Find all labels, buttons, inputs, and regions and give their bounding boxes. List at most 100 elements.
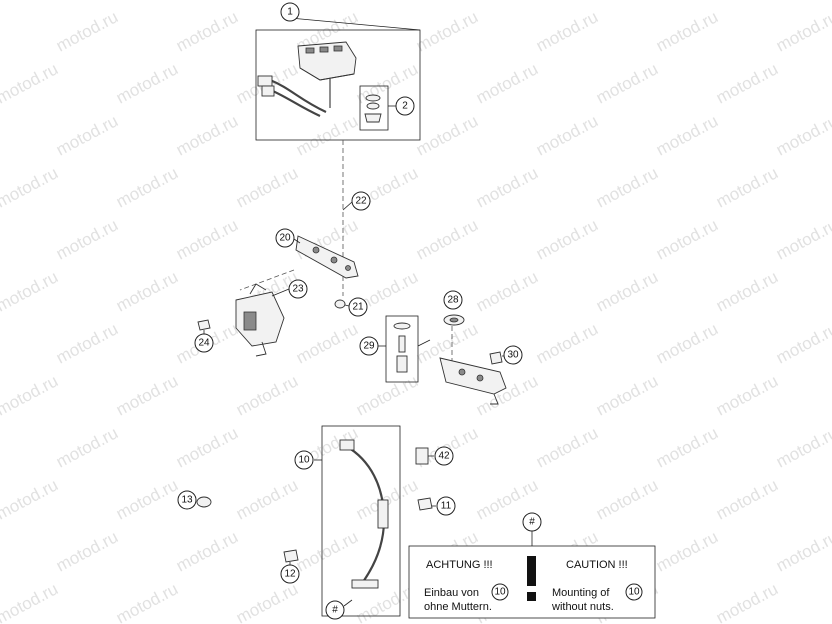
watermark-text: motod.ru — [713, 371, 781, 419]
screw-part-21[interactable] — [334, 299, 346, 309]
screw-part-24[interactable] — [197, 319, 211, 331]
watermark-text: motod.ru — [113, 163, 181, 211]
handlebar-switch[interactable] — [297, 41, 357, 81]
callout-1: 1 — [280, 2, 300, 22]
switch-bracket-right[interactable] — [439, 357, 507, 405]
svg-text:12: 12 — [284, 569, 296, 580]
watermark-text: motod.ru — [413, 215, 481, 263]
watermark-text: motod.ru — [0, 319, 1, 367]
callout-11: 11 — [436, 496, 456, 516]
svg-text:30: 30 — [507, 350, 519, 361]
bracket-part-20[interactable] — [295, 235, 359, 279]
watermark-text: motod.ru — [233, 163, 301, 211]
watermark-text: motod.ru — [713, 267, 781, 315]
clutch-lever-housing-23[interactable] — [235, 283, 285, 357]
watermark-text: motod.ru — [773, 319, 832, 367]
watermark-text: motod.ru — [773, 527, 832, 575]
watermark-text: motod.ru — [593, 475, 661, 523]
watermark-text: motod.ru — [593, 371, 661, 419]
clutch-cable-part-10[interactable] — [339, 439, 389, 589]
watermark-text: motod.ru — [233, 371, 301, 419]
svg-text:13: 13 — [181, 495, 193, 506]
watermark-text: motod.ru — [353, 371, 421, 419]
watermark-text: motod.ru — [0, 59, 61, 107]
callout-24: 24 — [194, 333, 214, 353]
watermark-text: motod.ru — [233, 579, 301, 624]
part-11[interactable] — [417, 497, 433, 511]
watermark-text: motod.ru — [0, 527, 1, 575]
watermark-text: motod.ru — [113, 475, 181, 523]
watermark-text: motod.ru — [0, 579, 61, 624]
watermark-text: motod.ru — [773, 111, 832, 159]
note-right-line1: Mounting of — [552, 587, 610, 599]
watermark-text: motod.ru — [473, 59, 541, 107]
watermark-text: motod.ru — [773, 423, 832, 471]
svg-text:2: 2 — [402, 101, 408, 112]
watermark-text: motod.ru — [773, 7, 832, 55]
screw-kit-part-2[interactable] — [359, 85, 389, 131]
watermark-text: motod.ru — [653, 319, 721, 367]
watermark-text: motod.ru — [113, 267, 181, 315]
watermark-text: motod.ru — [713, 163, 781, 211]
watermark-text: motod.ru — [53, 423, 121, 471]
callout-30: 30 — [503, 345, 523, 365]
rubber-ring-part-28[interactable] — [443, 314, 465, 326]
part-12[interactable] — [283, 549, 299, 563]
watermark-text: motod.ru — [533, 111, 601, 159]
watermark-text: motod.ru — [173, 215, 241, 263]
watermark-text: motod.ru — [593, 0, 661, 4]
watermark-text: motod.ru — [113, 371, 181, 419]
screw-kit-part-29[interactable] — [393, 322, 411, 373]
watermark-text: motod.ru — [653, 111, 721, 159]
watermark-text: motod.ru — [533, 215, 601, 263]
part-13[interactable] — [196, 496, 212, 508]
watermark-text: motod.ru — [113, 59, 181, 107]
screw-part-30[interactable] — [489, 351, 503, 365]
screw-kit-box-29 — [385, 315, 419, 383]
exclamation-icon — [527, 556, 536, 601]
watermark-text: motod.ru — [53, 111, 121, 159]
watermark-text: motod.ru — [173, 527, 241, 575]
watermark-text: motod.ru — [533, 423, 601, 471]
callout-23: 23 — [288, 279, 308, 299]
note-right-title: CAUTION !!! — [566, 559, 628, 571]
watermark-text: motod.ru — [233, 475, 301, 523]
watermark-text: motod.ru — [113, 0, 181, 4]
part-42[interactable] — [415, 447, 429, 465]
note-left-line1: Einbau von — [424, 587, 479, 599]
watermark-text: motod.ru — [713, 0, 781, 4]
watermark-text: motod.ru — [293, 527, 361, 575]
watermark-text: motod.ru — [0, 7, 1, 55]
cable-assembly-box — [321, 425, 401, 617]
watermark-text: motod.ru — [473, 267, 541, 315]
watermark-text: motod.ru — [0, 371, 61, 419]
watermark-text: motod.ru — [413, 111, 481, 159]
svg-text:21: 21 — [352, 302, 364, 313]
watermark-text: motod.ru — [0, 267, 61, 315]
callout-21: 21 — [348, 297, 368, 317]
watermark-text: motod.ru — [593, 267, 661, 315]
note-left-line2: ohne Muttern. — [424, 601, 492, 613]
svg-text:10: 10 — [628, 587, 640, 598]
watermark-text: motod.ru — [533, 7, 601, 55]
watermark-text: motod.ru — [413, 7, 481, 55]
watermark-text: motod.ru — [293, 111, 361, 159]
callout-hash-note: # — [522, 512, 542, 532]
watermark-text: motod.ru — [713, 579, 781, 624]
watermark-text: motod.ru — [653, 527, 721, 575]
watermark-text: motod.ru — [653, 7, 721, 55]
callout-hash-box: # — [325, 600, 345, 620]
watermark-text: motod.ru — [0, 215, 1, 263]
watermark-text: motod.ru — [53, 319, 121, 367]
watermark-text: motod.ru — [53, 7, 121, 55]
watermark-text: motod.ru — [473, 163, 541, 211]
switch-cable — [257, 75, 331, 118]
watermark-text: motod.ru — [0, 0, 61, 4]
watermark-text: motod.ru — [593, 59, 661, 107]
note-right-ref: 10 — [625, 583, 643, 601]
callout-2: 2 — [395, 96, 415, 116]
callout-20: 20 — [275, 228, 295, 248]
